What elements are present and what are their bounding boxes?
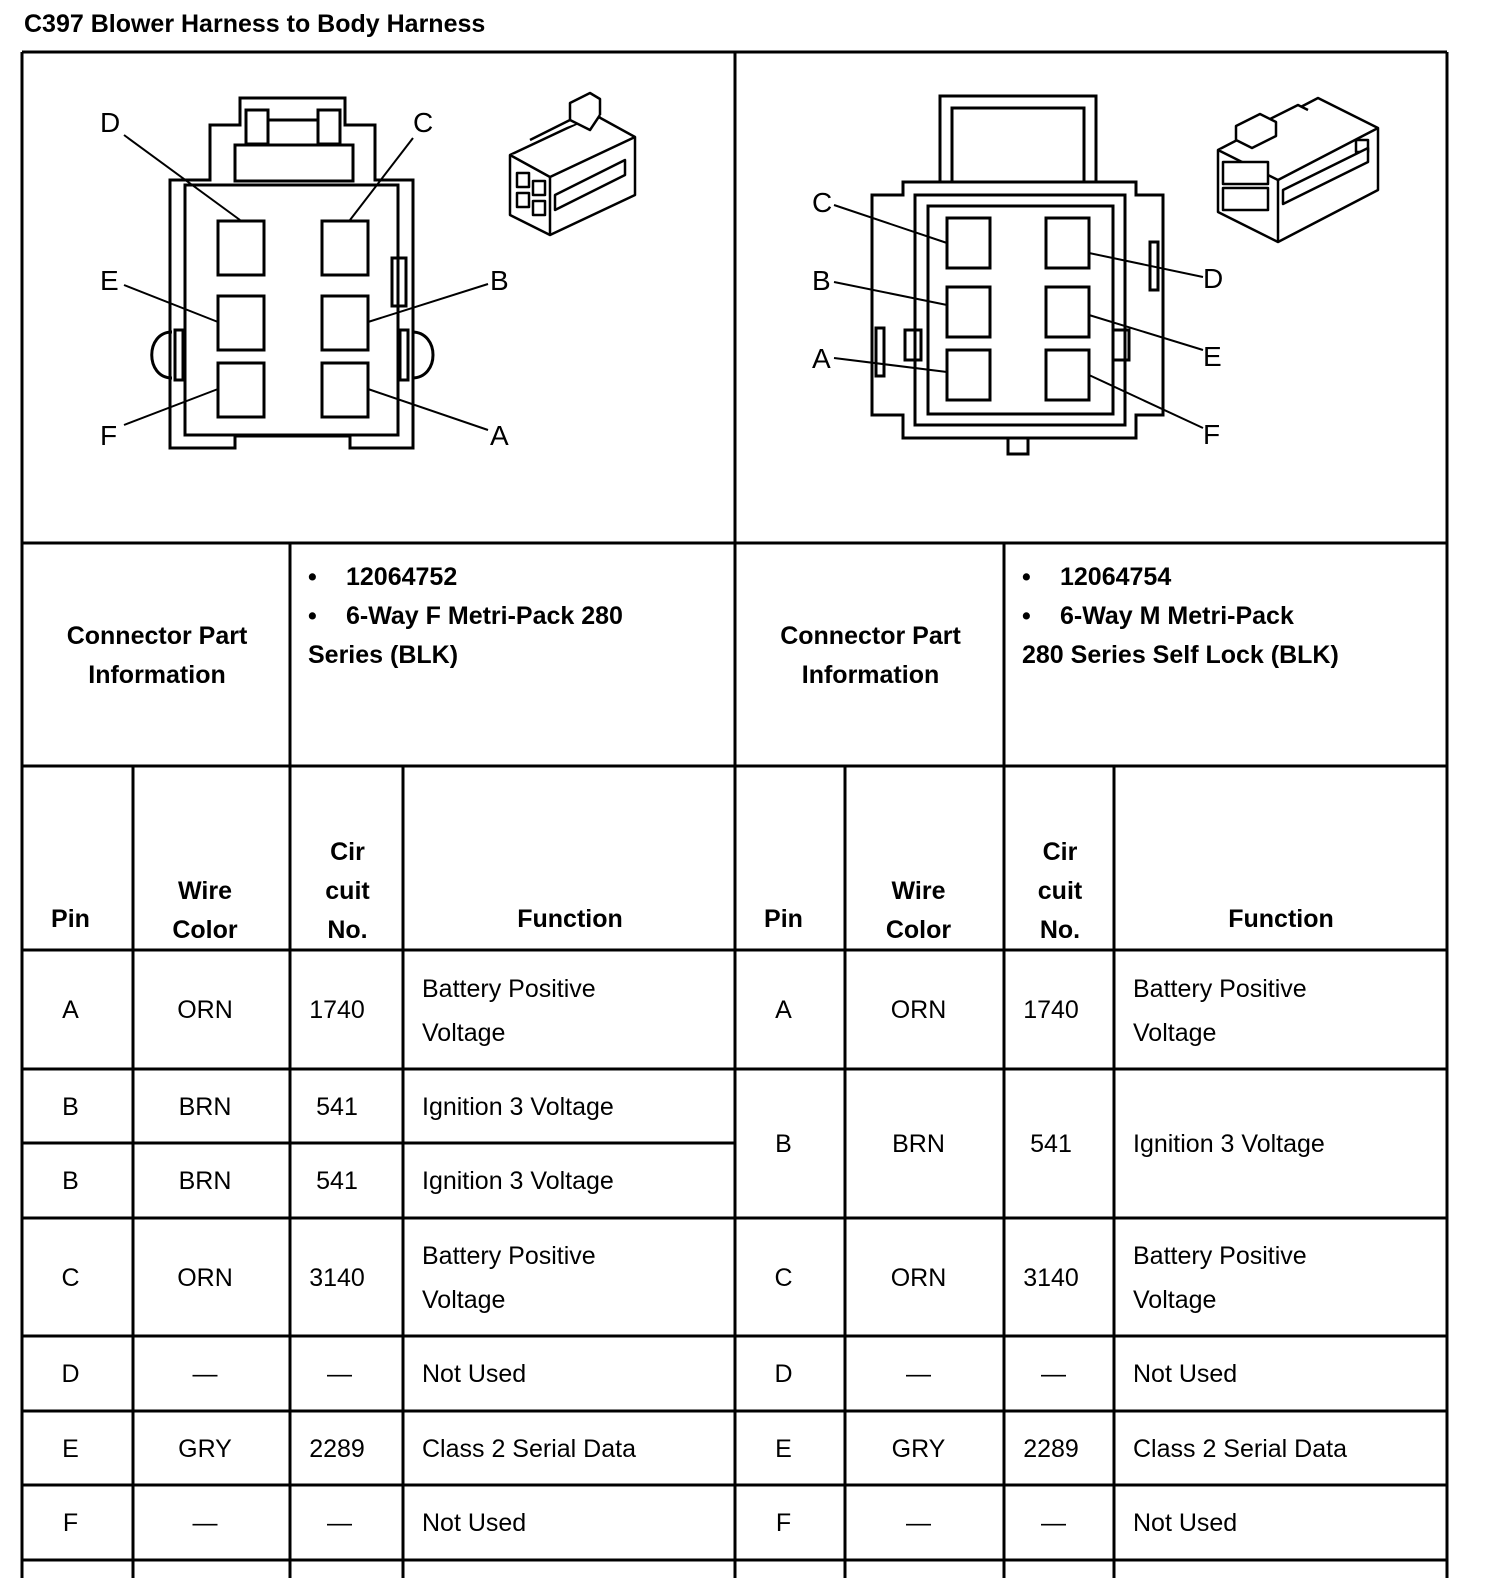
table-row-pin: B (62, 1167, 79, 1195)
table-row-pin: B (62, 1092, 79, 1121)
table-row-function: Not Used (1133, 1360, 1238, 1388)
connector-part-info-left: •12064752 •6-Way F Metri-Pack 280 Series… (308, 558, 623, 675)
pin-label-c: C (812, 187, 832, 218)
female-connector-iso-icon (508, 91, 637, 237)
pin-label-b: B (812, 265, 831, 296)
table-row-function: Battery Positive Voltage (422, 1242, 596, 1314)
table-row-wire: ORN (177, 1263, 233, 1292)
male-connector-iso-icon (1216, 96, 1380, 244)
header-function: Function (517, 905, 623, 933)
table-row-wire: BRN (892, 1130, 945, 1158)
table-row-pin: E (775, 1434, 792, 1463)
table-row-wire: — (906, 1360, 931, 1388)
pin-label-e: E (100, 265, 119, 296)
table-row-circuit: 3140 (1023, 1263, 1079, 1292)
table-row-pin: C (774, 1263, 793, 1292)
table-row-circuit: 2289 (1023, 1434, 1079, 1463)
pin-label-b: B (490, 265, 509, 296)
pin-label-f: F (100, 420, 117, 451)
header-pin: Pin (51, 905, 90, 933)
table-row-pin: B (775, 1130, 792, 1158)
part-description-cont: 280 Series Self Lock (BLK) (1022, 641, 1339, 669)
header-wire-color: Wire Color (172, 877, 238, 944)
pin-label-f: F (1203, 419, 1220, 450)
table-row-function: Battery Positive Voltage (1133, 974, 1307, 1047)
table-row-pin: F (62, 1509, 79, 1537)
table-row-wire: — (906, 1509, 931, 1537)
header-wire-color: Wire Color (885, 877, 952, 944)
table-row-function: Not Used (422, 1360, 527, 1388)
table-row-circuit: 541 (1030, 1130, 1072, 1158)
connector-info-label-left: Connector Part Information (66, 621, 248, 689)
table-row-wire: ORN (890, 1263, 947, 1292)
table-row-circuit: — (1041, 1509, 1066, 1537)
part-number: 12064752 (346, 563, 458, 591)
table-row-pin: F (775, 1509, 792, 1537)
table-row-wire: GRY (891, 1434, 946, 1463)
male-connector-face-diagram: C B A D E F (812, 94, 1223, 456)
part-description: 6-Way F Metri-Pack 280 (346, 602, 623, 630)
table-row-wire: GRY (178, 1434, 232, 1463)
pin-label-a: A (812, 343, 831, 374)
pin-label-a: A (490, 420, 509, 451)
table-row-function: Class 2 Serial Data (1133, 1434, 1347, 1463)
table-row-function: Not Used (422, 1509, 527, 1537)
table-row-function: Class 2 Serial Data (422, 1434, 636, 1463)
table-row-circuit: 541 (316, 1167, 358, 1195)
connector-info-label-right: Connector Part Information (780, 621, 961, 689)
table-row-wire: BRN (178, 1092, 232, 1121)
table-row-circuit: 1740 (309, 996, 365, 1024)
table-row-wire: — (192, 1360, 218, 1388)
pin-label-d: D (1203, 263, 1223, 294)
header-circuit-no: Cir cuit No. (325, 838, 370, 944)
table-row-pin: C (61, 1263, 80, 1292)
female-connector-face-diagram: D C E B F A (100, 96, 509, 451)
table-row-function: Ignition 3 Voltage (422, 1092, 614, 1121)
table-row-circuit: 2289 (309, 1434, 365, 1463)
table-row-pin: D (61, 1360, 80, 1388)
table-row-pin: E (62, 1434, 79, 1463)
table-row-circuit: — (1041, 1360, 1066, 1388)
table-row-pin: A (775, 996, 792, 1024)
part-description: 6-Way M Metri-Pack (1060, 602, 1294, 630)
table-row-wire: — (192, 1509, 218, 1537)
header-pin: Pin (764, 905, 803, 933)
table-row-wire: ORN (890, 996, 947, 1024)
table-row-pin: A (62, 996, 79, 1024)
table-row-function: Battery Positive Voltage (1133, 1242, 1307, 1314)
header-circuit-no: Cir cuit No. (1037, 838, 1083, 944)
table-row-wire: ORN (177, 996, 233, 1024)
part-number: 12064754 (1060, 563, 1172, 591)
table-row-function: Not Used (1133, 1509, 1238, 1537)
table-row-function: Battery Positive Voltage (422, 974, 596, 1047)
pin-label-e: E (1203, 341, 1222, 372)
page-title: C397 Blower Harness to Body Harness (24, 10, 486, 38)
table-row-circuit: 3140 (309, 1263, 365, 1292)
table-row-pin: D (774, 1360, 793, 1388)
connector-part-info-right: •12064754 •6-Way M Metri-Pack 280 Series… (1022, 558, 1339, 675)
table-row-circuit: 541 (316, 1092, 358, 1121)
header-function: Function (1228, 905, 1334, 933)
part-description-cont: Series (BLK) (308, 641, 459, 669)
table-row-function: Ignition 3 Voltage (1133, 1130, 1325, 1158)
pin-label-d: D (100, 107, 120, 138)
pin-label-c: C (413, 107, 433, 138)
table-row-wire: BRN (178, 1167, 232, 1195)
table-row-circuit: — (327, 1360, 352, 1388)
table-row-circuit: 1740 (1023, 996, 1079, 1024)
table-row-function: Ignition 3 Voltage (422, 1167, 614, 1195)
table-row-circuit: — (327, 1509, 352, 1537)
